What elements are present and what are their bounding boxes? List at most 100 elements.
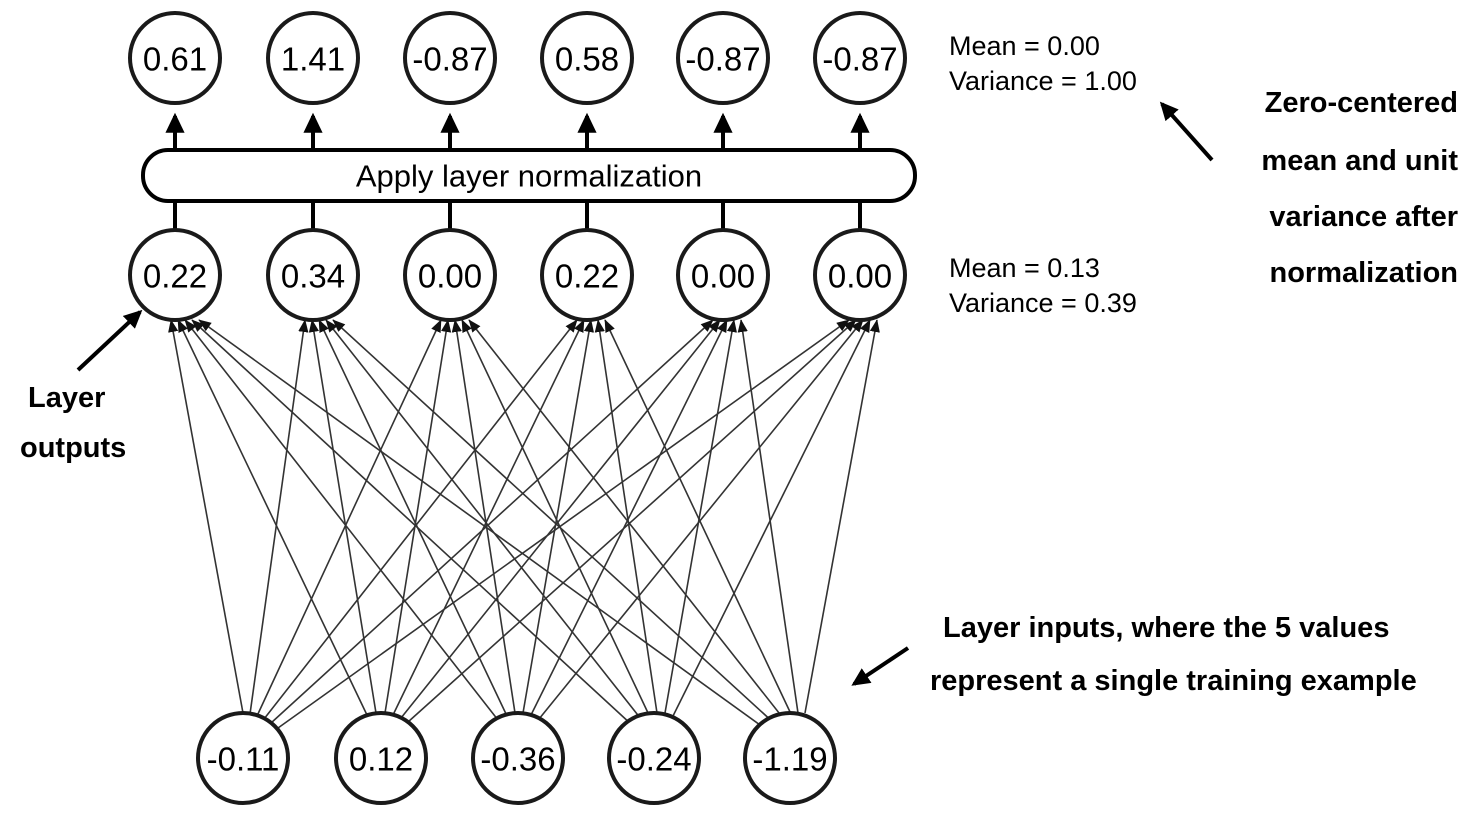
node-circle[interactable] <box>266 228 360 322</box>
annotation-arrow-icon <box>76 309 143 372</box>
node-circle-group[interactable]: 0.61 <box>128 11 222 105</box>
edge-line <box>184 319 499 721</box>
layer-input-nodes: -0.11 0.12 -0.36 -0.24 -1.19 <box>196 711 837 805</box>
node-value: 1.41 <box>281 41 345 78</box>
node-circle[interactable] <box>743 711 837 805</box>
node-circle[interactable] <box>196 711 290 805</box>
node-circle-group[interactable]: -1.19 <box>743 711 837 805</box>
node-circle[interactable] <box>471 711 565 805</box>
apply-layer-normalization-box[interactable] <box>141 148 917 203</box>
layer-outputs-annotation: Layer outputs <box>20 309 143 464</box>
node-circle[interactable] <box>128 228 222 322</box>
layer-output-variance-text: Variance = 0.39 <box>949 288 1137 318</box>
apply-layer-normalization-label: Apply layer normalization <box>356 159 702 194</box>
edge-line <box>191 319 633 726</box>
edge-line <box>198 319 768 731</box>
node-circle-group[interactable]: 0.58 <box>540 11 634 105</box>
layer-inputs-annotation: Layer inputs, where the 5 values represe… <box>851 612 1417 697</box>
edge-line <box>664 319 737 714</box>
normalized-annotation-line1: Zero-centered <box>1265 87 1458 119</box>
node-circle[interactable] <box>676 11 770 105</box>
node-circle[interactable] <box>540 11 634 105</box>
edge-line <box>604 319 792 715</box>
node-value: -0.87 <box>822 41 897 78</box>
edge-line <box>468 319 784 719</box>
node-circle-group[interactable]: -0.11 <box>196 711 290 805</box>
node-value: 0.00 <box>691 258 755 295</box>
edge-line <box>400 319 721 719</box>
node-circle[interactable] <box>540 228 634 322</box>
edge-line <box>308 319 377 714</box>
edge-line <box>332 319 776 725</box>
node-value: 0.22 <box>143 258 207 295</box>
normalized-variance-text: Variance = 1.00 <box>949 66 1137 96</box>
node-circle-group[interactable]: 0.00 <box>403 228 497 322</box>
node-circle[interactable] <box>403 11 497 105</box>
node-circle[interactable] <box>128 11 222 105</box>
node-circle[interactable] <box>266 11 360 105</box>
layer-output-mean-text: Mean = 0.13 <box>949 253 1100 283</box>
edge-line <box>256 319 442 717</box>
node-circle-group[interactable]: 0.22 <box>128 228 222 322</box>
normalized-output-nodes: 0.61 1.41 -0.87 0.58 -0.87 -0.87 <box>128 11 907 105</box>
edge-line <box>168 319 244 714</box>
node-circle-group[interactable]: -0.87 <box>403 11 497 105</box>
node-value: 0.12 <box>349 741 413 778</box>
edge-line <box>737 319 799 714</box>
layer-inputs-annotation-line1: Layer inputs, where the 5 values <box>943 612 1389 644</box>
node-value: -0.87 <box>685 41 760 78</box>
normalized-annotation-line3: variance after <box>1269 201 1458 233</box>
connector-group-outputs-to-box <box>173 200 862 236</box>
edge-line <box>177 319 368 716</box>
edge-line <box>263 319 578 720</box>
node-circle-group[interactable]: 0.12 <box>334 711 428 805</box>
edge-line <box>672 319 871 717</box>
node-value: 0.22 <box>555 258 619 295</box>
node-circle-group[interactable]: -0.36 <box>471 711 565 805</box>
node-circle-group[interactable]: 1.41 <box>266 11 360 105</box>
edge-line <box>804 319 880 714</box>
annotation-arrow-icon <box>851 646 910 686</box>
edge-line <box>461 319 650 716</box>
node-circle-group[interactable]: -0.87 <box>676 11 770 105</box>
node-value: -0.11 <box>207 741 280 778</box>
node-circle[interactable] <box>813 11 907 105</box>
node-value: 0.34 <box>281 258 345 295</box>
node-circle[interactable] <box>403 228 497 322</box>
layer-outputs-annotation-line2: outputs <box>20 432 126 464</box>
layer-output-nodes: 0.22 0.34 0.00 0.22 0.00 0.00 <box>128 228 907 322</box>
edge-line <box>392 319 585 716</box>
annotation-arrow-icon <box>1159 101 1214 162</box>
edge-line <box>451 319 516 714</box>
node-circle-group[interactable]: 0.00 <box>813 228 907 322</box>
node-circle[interactable] <box>334 711 428 805</box>
node-circle-group[interactable]: 0.34 <box>266 228 360 322</box>
node-circle[interactable] <box>813 228 907 322</box>
node-value: -1.19 <box>752 741 827 778</box>
normalized-annotation-line4: normalization <box>1269 257 1458 289</box>
node-circle-group[interactable]: -0.24 <box>607 711 701 805</box>
edge-line <box>594 319 658 714</box>
normalized-mean-text: Mean = 0.00 <box>949 31 1100 61</box>
node-circle-group[interactable]: 0.00 <box>676 228 770 322</box>
layer-inputs-annotation-line2: represent a single training example <box>930 665 1417 697</box>
edge-group-inputs-to-outputs <box>168 319 880 731</box>
edge-line <box>407 319 857 723</box>
normalized-annotation: Zero-centered mean and unit variance aft… <box>1159 87 1458 289</box>
node-value: 0.58 <box>555 41 619 78</box>
node-value: -0.87 <box>412 41 487 78</box>
edge-line <box>325 319 642 720</box>
node-circle-group[interactable]: 0.22 <box>540 228 634 322</box>
node-circle-group[interactable]: -0.87 <box>813 11 907 105</box>
node-circle[interactable] <box>676 228 770 322</box>
node-value: 0.00 <box>828 258 892 295</box>
layer-output-stats: Mean = 0.13 Variance = 0.39 <box>949 253 1137 318</box>
edge-line <box>530 319 728 716</box>
node-circle[interactable] <box>607 711 701 805</box>
edge-line <box>318 319 508 717</box>
normalized-stats: Mean = 0.00 Variance = 1.00 <box>949 31 1137 96</box>
layer-outputs-annotation-line1: Layer <box>28 382 105 414</box>
edge-line <box>538 319 864 720</box>
node-value: -0.36 <box>480 741 555 778</box>
